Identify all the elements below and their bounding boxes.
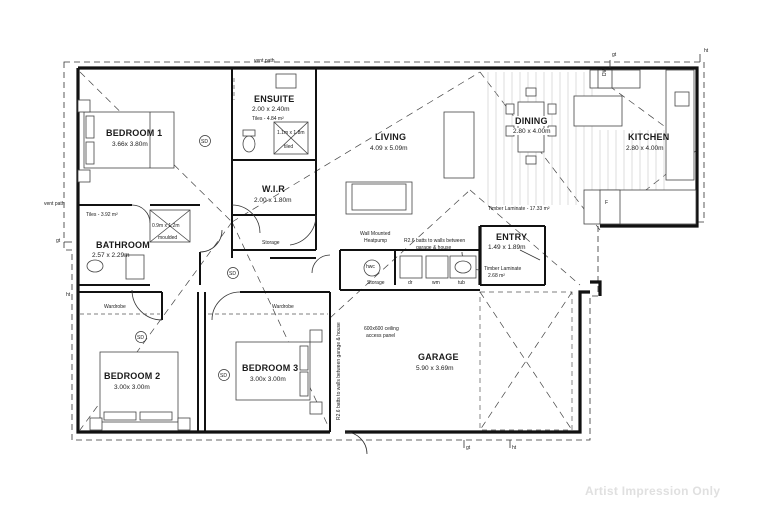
living-size: 4.09 x 5.09m [370,145,408,152]
bedroom2-name: BEDROOM 2 [104,371,161,381]
entry-door [519,249,541,261]
ht-marker-top: ht [704,48,709,54]
living-name: LIVING [375,132,407,142]
tiled-label: tiled [284,144,294,150]
garage-name: GARAGE [418,352,459,362]
dining-size: 2.80 x 4.00m [513,128,551,135]
exterior-walls [76,66,699,434]
smoke-detectors [135,135,239,381]
bed-bedroom3 [235,329,323,415]
bed-bedroom2 [89,351,191,431]
garage-size: 5.90 x 3.69m [416,365,454,372]
ht-marker-bottom: ht [512,445,517,451]
bedroom3-size: 3.00x 3.00m [250,376,286,383]
washer-label: wm [432,280,440,286]
kitchen-fixtures [573,69,697,225]
dryer-label: dr [408,280,413,286]
timber-laminate-entry-area: 2.68 m² [488,273,505,279]
tiles-bath: Tiles - 3.92 m² [86,212,118,218]
smoke-detector-3: SD [137,335,144,341]
ground-markers [64,54,701,448]
living-furniture [345,111,475,215]
ensuite-size: 2.00 x 2.40m [252,106,290,113]
wir-size: 2.00 x 1.80m [254,197,292,204]
bedroom2-size: 3.00x 3.00m [114,384,150,391]
ceiling-panel-line1: 600x600 ceiling [364,326,399,332]
ensuite-name: ENSUITE [254,94,295,104]
tiles-ensuite: Tiles - 4.84 m² [252,116,284,122]
ceiling-panel-line2: access panel [366,333,396,339]
smoke-detector-1: SD [201,139,208,145]
kitchen-size: 2.80 x 4.00m [626,145,664,152]
entry-name: ENTRY [496,232,528,242]
vent-path-top: vent path [254,58,275,64]
watermark: Artist Impression Only [585,484,721,498]
vent-path-left: vent path [44,201,65,207]
dining-table [505,87,557,165]
kitchen-name: KITCHEN [628,132,670,142]
shower-ensuite: 1.1m x 1.8m [277,130,305,136]
wardrobe-bedroom2: Wardrobe [104,304,126,310]
hwc-label: hwc [366,264,375,270]
dining-name: DINING [515,116,548,126]
tub-label: tub [458,280,465,286]
bedroom1-size: 3.66x 3.80m [112,141,148,148]
bathroom-size: 2.57 x 2.29m [92,252,130,259]
shower-bath-size: 0.9m x 1.2m [152,223,180,229]
timber-laminate-main: Timber Laminate - 17.33 m² [488,206,550,212]
wir-name: W.I.R [262,184,285,194]
storage-garage: Storage [367,280,385,286]
smoke-detector-4: SD [220,373,227,379]
gt-marker-top: gt [612,52,617,58]
dishwasher-label: DW [602,67,608,76]
fridge-label: F [605,200,609,206]
batts-line1: R2.6 batts to walls between [404,238,466,244]
heatpump-line2: Heatpump [364,238,388,244]
batts-line2: garage & house [416,245,452,251]
laundry-fixtures [363,255,477,279]
heatpump-line1: Wall Mounted [360,231,391,237]
gt-marker-left: gt [56,238,61,244]
bathroom-name: BATHROOM [96,240,150,250]
bathroom-fixtures [86,209,191,280]
gt-marker-bottom: gt [466,445,471,451]
batts-vertical: R2.6 batts to walls between garage & hou… [336,322,342,420]
wardrobe-lines [80,78,328,315]
bed-bedroom1 [77,99,175,183]
bedroom1-name: BEDROOM 1 [106,128,163,138]
shower-bath-type: moulded [158,235,178,241]
storage-hall: Storage [262,240,280,246]
ht-marker-left: ht [66,292,71,298]
timber-laminate-entry: Timber Laminate [484,266,522,272]
boundary-dashed [63,61,705,441]
bedroom3-name: BEDROOM 3 [242,363,299,373]
wardrobe-bedroom3: Wardrobe [272,304,294,310]
roof-lines [79,71,698,431]
entry-size: 1.49 x 1.89m [488,244,526,251]
ensuite-fixtures [242,73,309,155]
garage-hip [479,291,573,431]
smoke-detector-2: SD [229,271,236,277]
